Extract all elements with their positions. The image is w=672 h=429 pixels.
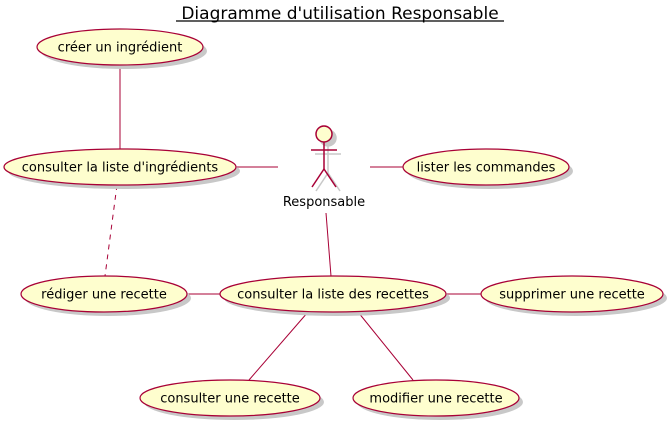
- usecase-label: consulter la liste d'ingrédients: [22, 161, 219, 176]
- usecase-label: consulter une recette: [160, 392, 300, 407]
- usecase-label: créer un ingrédient: [58, 41, 183, 56]
- actor-label: Responsable: [283, 195, 365, 210]
- usecase-modifier-recette: modifier une recette: [352, 379, 523, 420]
- usecase-label: rédiger une recette: [41, 288, 167, 303]
- usecase-ellipse: [20, 275, 188, 313]
- links-layer: [104, 65, 481, 381]
- usecase-consulter-recettes: consulter la liste des recettes: [219, 275, 450, 316]
- link-consulter-recettes-to-modifier-recette: [357, 311, 414, 381]
- usecase-ellipse: [480, 275, 664, 313]
- usecase-label: consulter la liste des recettes: [237, 288, 429, 303]
- usecase-ellipse: [352, 379, 520, 417]
- actor-left-leg: [311, 168, 325, 188]
- actor-responsable: Responsable: [283, 125, 365, 210]
- usecase-label: supprimer une recette: [499, 288, 645, 303]
- usecase-ellipse: [139, 379, 321, 417]
- usecase-creer-ingredient: créer un ingrédient: [36, 28, 207, 69]
- actor-right-leg: [323, 168, 337, 188]
- usecase-ellipse: [402, 148, 570, 186]
- link-consulter-ingredients-to-rediger-recette: [104, 184, 118, 277]
- usecase-lister-commandes: lister les commandes: [402, 148, 573, 189]
- usecase-consulter-ingredients: consulter la liste d'ingrédients: [3, 148, 240, 189]
- actor-left-leg: [315, 172, 329, 192]
- nodes-layer: créer un ingrédient consulter la liste d'…: [3, 28, 667, 420]
- diagram-title: Diagramme d'utilisation Responsable: [181, 4, 498, 24]
- usecase-label: lister les commandes: [417, 161, 556, 176]
- usecase-ellipse: [219, 275, 447, 313]
- link-responsable-to-consulter-recettes: [325, 212, 332, 277]
- usecase-consulter-recette: consulter une recette: [139, 379, 324, 420]
- usecase-rediger-recette: rédiger une recette: [20, 275, 191, 316]
- usecase-supprimer-recette: supprimer une recette: [480, 275, 667, 316]
- link-consulter-recettes-to-consulter-recette: [248, 311, 309, 381]
- actor-right-leg: [327, 172, 341, 192]
- usecase-label: modifier une recette: [369, 392, 502, 407]
- usecase-ellipse: [36, 28, 204, 66]
- usecase-ellipse: [3, 148, 237, 186]
- actor-head: [315, 125, 333, 143]
- actor-figure: [311, 125, 337, 188]
